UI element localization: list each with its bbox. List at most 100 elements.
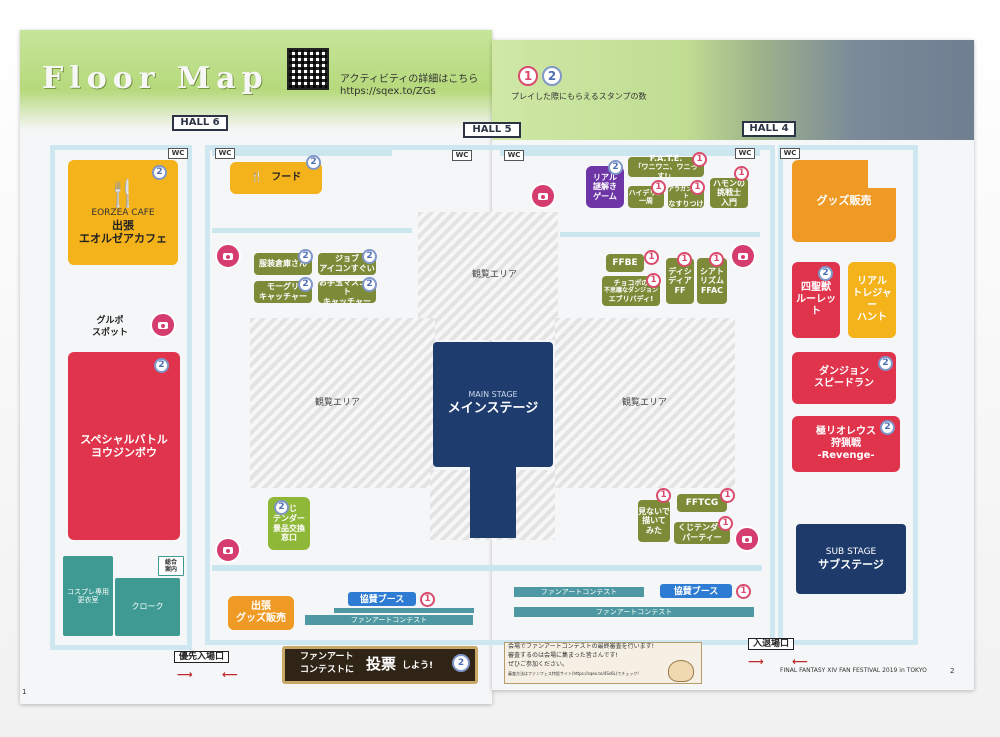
stamp-sponsor-right: 1 (736, 584, 751, 599)
fate-booth[interactable]: F.A.T.E. 「ワニワニ、ワニっす!」 (628, 153, 704, 180)
minaide-booth[interactable]: 見ないで描いてみた (638, 500, 670, 542)
camera-icon-right-mid[interactable] (730, 243, 756, 269)
walkway-top-left (212, 150, 392, 156)
stamp-food: 2 (306, 155, 321, 170)
stamp-dissidia: 1 (677, 252, 692, 267)
camera-icon-left-bottom[interactable] (215, 537, 241, 563)
cosplay-2: 更衣室 (77, 596, 99, 604)
exit-arrow-2: ⟵ (792, 655, 808, 668)
sponsor-booth-right[interactable]: 協賛ブース (660, 584, 732, 598)
eorzea-cafe-booth[interactable]: 🍴 EORZEA CAFE 出張 エオルゼアカフェ (68, 160, 178, 265)
stamp-ffbe: 1 (644, 250, 659, 265)
sub-stage-jp: サブステージ (818, 557, 884, 571)
kuji-4: 窓口 (281, 533, 297, 543)
stamp-chocobo: 1 (646, 273, 661, 288)
stamp-haiderin: 1 (651, 180, 666, 195)
riddle-3: ゲーム (593, 191, 617, 201)
dungeon-2: スピードラン (814, 378, 874, 389)
rioreus-1: 極リオレウス (816, 426, 876, 437)
camera-icon-gurupo[interactable] (150, 312, 176, 338)
treasure-3: ハント (857, 312, 887, 323)
wc-hall5-right: WC (504, 150, 524, 161)
sub-stage[interactable]: SUB STAGE サブステージ (796, 524, 906, 594)
sub-stage-en: SUB STAGE (825, 547, 877, 557)
special-battle-2: ヨウジンボウ (91, 446, 157, 459)
stamp-rhythm: 1 (709, 252, 724, 267)
walkway-top-right (500, 150, 760, 156)
hall-4-label: HALL 4 (742, 121, 796, 137)
stamp-minaide: 1 (656, 488, 671, 503)
booth-fukusou[interactable]: 服装倉庫さん (254, 253, 312, 275)
vote-banner[interactable] (282, 646, 478, 684)
exit-arrow-1: ⟶ (748, 655, 764, 668)
minaide-1: 見ないで (638, 506, 670, 516)
stamp-moogle: 2 (298, 277, 313, 292)
ffbe-booth[interactable]: FFBE (606, 254, 644, 272)
viewing-area-top (418, 212, 558, 340)
booth-moogle[interactable]: モーグリキャッチャー (254, 281, 312, 303)
main-stage-jp: メインステージ (447, 401, 539, 416)
vote-line-3: 投票 (366, 655, 397, 673)
camera-icon-right-top[interactable] (530, 183, 556, 209)
food-booth[interactable]: 🍴 フード (230, 162, 322, 194)
vote-line-4: しよう! (402, 661, 434, 671)
qr-text: アクティビティの詳細はこちら (340, 74, 479, 85)
wc-hall5-far: WC (735, 148, 755, 159)
stamp-rioreus: 2 (880, 420, 895, 435)
kuji-party-1: くじテンダー (678, 523, 726, 533)
aragan-2: なすりつけ (668, 200, 704, 208)
fftcg-booth[interactable]: FFTCG (677, 494, 727, 512)
treasure-hunt-booth[interactable]: リアル トレジャー ハント (848, 262, 896, 338)
stamp-aragan: 1 (690, 180, 705, 195)
special-battle-1: スペシャルバトル (80, 432, 168, 446)
right-page-number: 2 (950, 667, 955, 675)
fate-1: F.A.T.E. (649, 153, 683, 163)
haiderin-1: ハイデリン (628, 188, 664, 197)
dungeon-1: ダンジョン (819, 366, 869, 377)
goods-notch (868, 160, 896, 188)
footer-title: FINAL FANTASY XIV FAN FESTIVAL 2019 in T… (780, 667, 927, 674)
minaide-2: 描いて (642, 516, 666, 526)
gurupo-spot-label-2: スポット (91, 328, 128, 338)
kuji-party-booth[interactable]: くじテンダーパーティー (674, 522, 730, 544)
vote-line-1: ファンアート (300, 652, 354, 662)
stamp-legend-text: プレイした際にもらえるスタンプの数 (511, 92, 647, 101)
camera-icon-left-top[interactable] (215, 243, 241, 269)
qr-code[interactable] (287, 48, 329, 90)
rhythm-3: FFAC (700, 285, 724, 295)
rioreus-3: -Revenge- (817, 450, 875, 461)
booth-mascot[interactable]: お手玉マスコットキャッチャー (318, 278, 376, 306)
walkway-mid-left (212, 228, 412, 233)
qr-url[interactable]: https://sqex.to/ZGs (340, 86, 436, 97)
act-3-1: モーグリ (267, 282, 299, 292)
minaide-3: みた (646, 525, 662, 535)
special-battle-booth[interactable]: スペシャルバトル ヨウジンボウ (68, 352, 180, 540)
info-desk[interactable]: 総合 案内 (158, 556, 184, 576)
chocobo-1: チョコボの (613, 279, 649, 288)
entry-arrow-left-2: ⟵ (222, 668, 238, 681)
cloak-room[interactable]: クローク (115, 578, 180, 636)
wc-hall6: WC (168, 148, 188, 159)
sponsor-booth-left[interactable]: 協賛ブース (348, 592, 416, 606)
stamp-kuji: 2 (274, 500, 289, 515)
food-label: フード (271, 172, 302, 183)
dissidia-1: ディシ (668, 266, 692, 276)
cosplay-room[interactable]: コスプレ専用 更衣室 (63, 556, 113, 636)
hall-6-frame (50, 145, 192, 650)
camera-icon-right-bottom[interactable] (734, 526, 760, 552)
stamp-job-icon: 2 (362, 249, 377, 264)
fork-knife-icon: 🍴 (106, 178, 140, 209)
hamon-2: 挑戦士 (717, 188, 741, 198)
booth-job-icon[interactable]: ジョブアイコンすぐい (318, 253, 376, 275)
rhythm-1: シアト (700, 266, 724, 276)
main-stage[interactable] (433, 342, 553, 467)
main-stage-en: MAIN STAGE (468, 390, 518, 399)
stamp-sponsor-left: 1 (420, 592, 435, 607)
goods-dispatch-booth[interactable]: 出張 グッズ販売 (228, 596, 294, 630)
hamon-booth[interactable]: ハモンの挑戦士入門 (710, 178, 748, 208)
eorzea-cafe-en: EORZEA CAFE (91, 207, 155, 218)
stamp-mascot: 2 (362, 277, 377, 292)
floor-map-title: Floor Map (42, 61, 269, 96)
viewing-area-right (555, 318, 735, 488)
